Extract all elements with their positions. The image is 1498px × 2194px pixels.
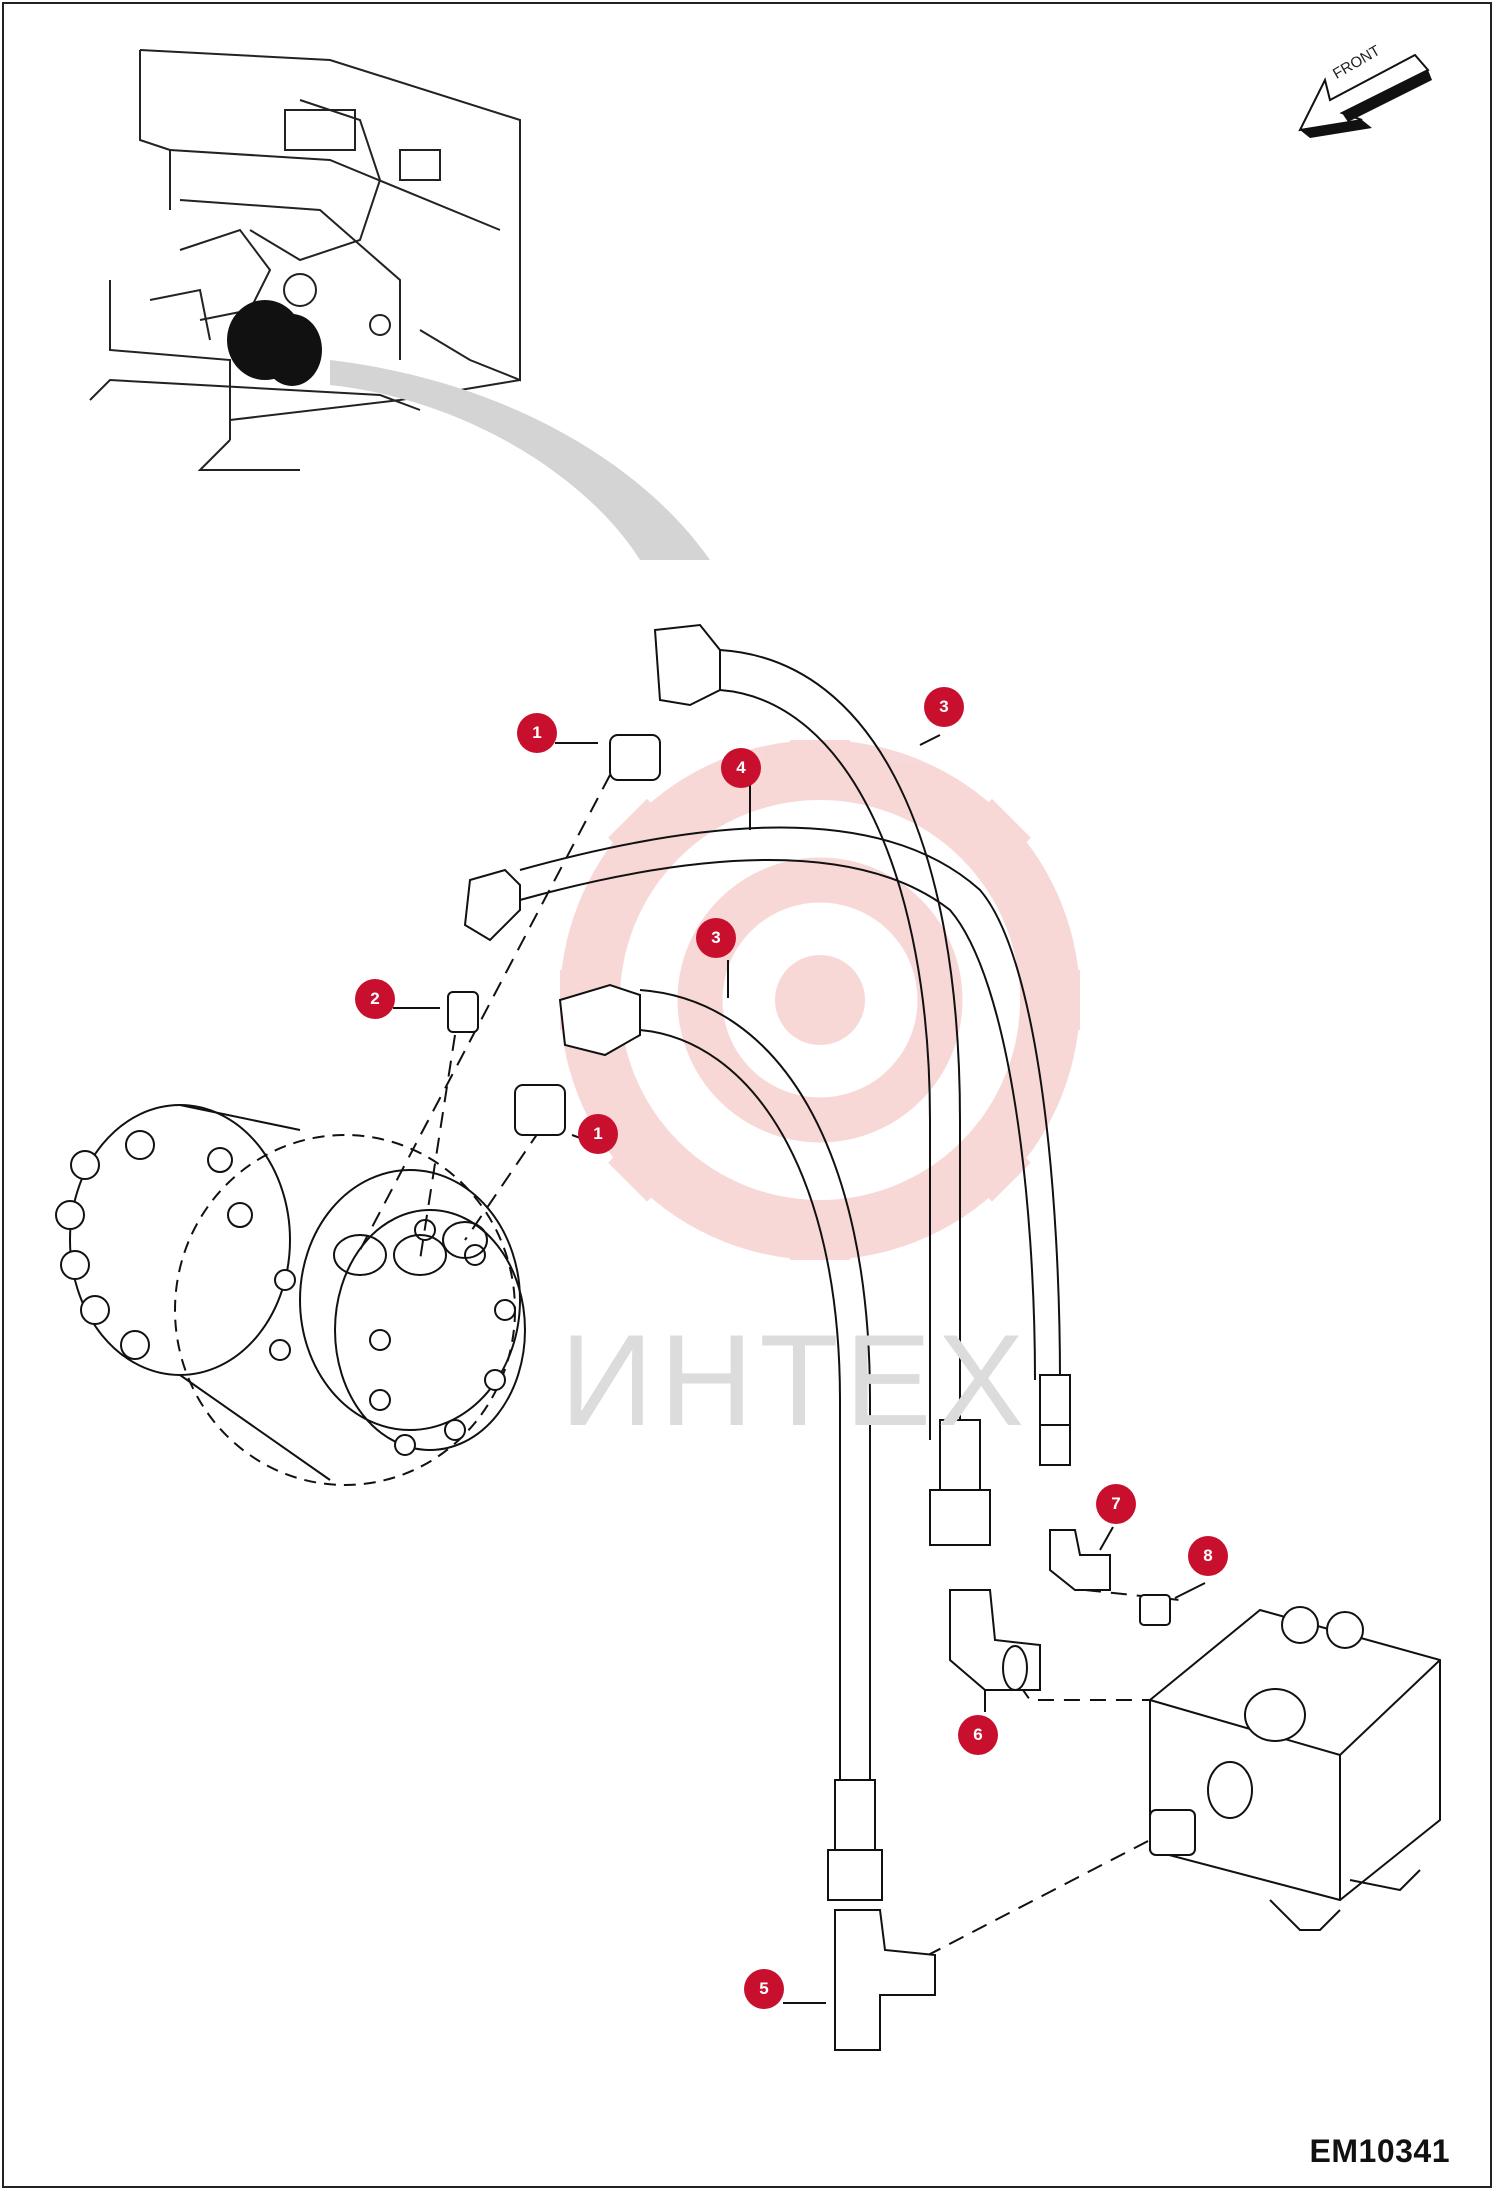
callout-8: 8 xyxy=(1188,1536,1228,1576)
callout-3-lower: 3 xyxy=(696,918,736,958)
callout-2: 2 xyxy=(355,979,395,1019)
callout-4: 4 xyxy=(721,748,761,788)
highlighted-motor-blob xyxy=(227,300,322,386)
drawing-id: EM10341 xyxy=(1309,2133,1450,2169)
watermark-text: ИНТЕХ xyxy=(560,1307,1031,1453)
callout-5: 5 xyxy=(744,1969,784,2009)
hose-3-upper xyxy=(653,623,991,1546)
callout-3-upper: 3 xyxy=(924,687,964,727)
callout-6: 6 xyxy=(958,1715,998,1755)
front-arrow xyxy=(1298,53,1432,138)
hose-4 xyxy=(463,826,1071,1466)
callout-1-lower: 1 xyxy=(578,1114,618,1154)
callout-swoosh-arrow xyxy=(330,360,710,560)
callout-7: 7 xyxy=(1096,1484,1136,1524)
callout-1-upper: 1 xyxy=(517,713,557,753)
hydraulic-motor xyxy=(55,1104,526,1486)
valve-block xyxy=(1149,1606,1441,1931)
fittings xyxy=(447,734,1171,2051)
machine-overview-sketch xyxy=(89,49,521,471)
hose-3-lower xyxy=(558,983,883,1901)
